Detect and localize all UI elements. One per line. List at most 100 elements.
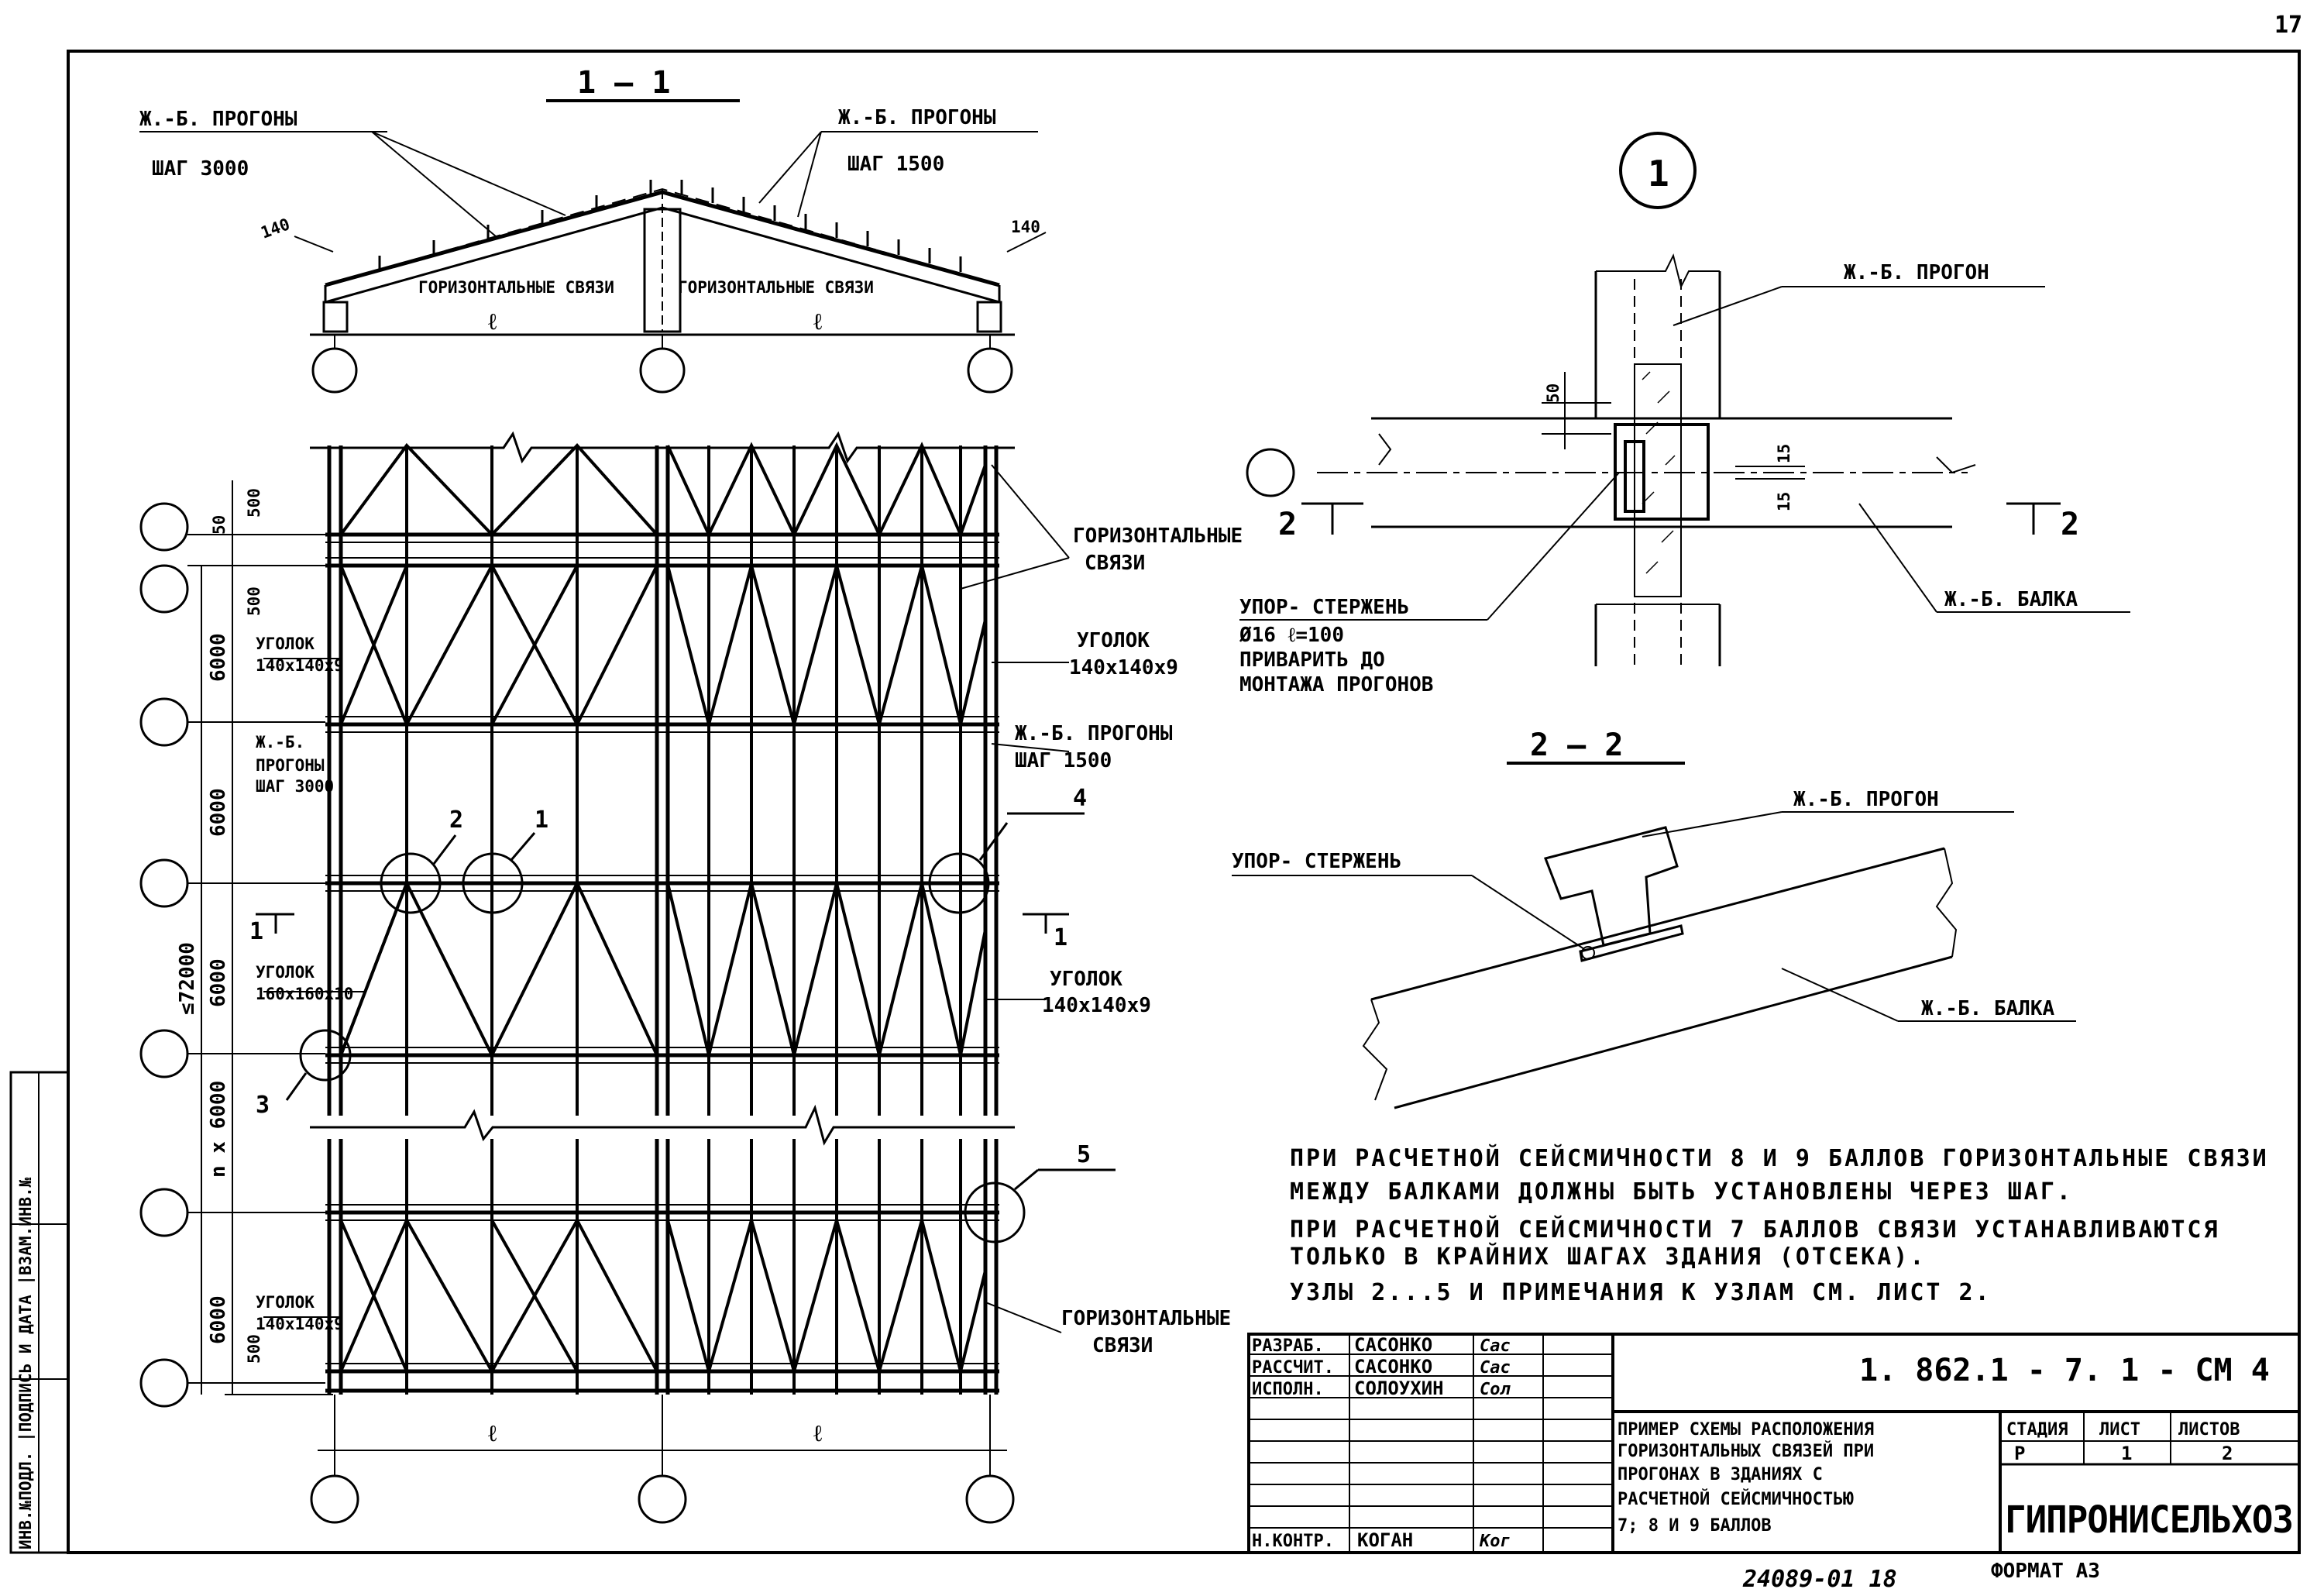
plan-bracing-bot-b: СВЯЗИ — [1092, 1334, 1153, 1357]
node1-stop-d: МОНТАЖА ПРОГОНОВ — [1239, 673, 1433, 697]
section22-beam: Ж.-Б. БАЛКА — [1921, 997, 2055, 1020]
title-block — [1247, 1333, 2301, 1554]
node1-stop-b: Ø16 ℓ=100 — [1239, 624, 1344, 647]
side-stamp-text: ИНВ.№ПОДЛ. |ПОДПИСЬ И ДАТА |ВЗАМ.ИНВ.№ — [16, 1177, 36, 1550]
tb-sheets: 2 — [2222, 1443, 2233, 1464]
plan-dim-bay1: 6000 — [207, 633, 230, 682]
node1-cut-left: 2 — [1278, 507, 1297, 542]
plan-purlin-l-b: ПРОГОНЫ — [256, 756, 325, 775]
section11-left-purlins: Ж.-Б. ПРОГОНЫ — [139, 108, 297, 131]
notes-line2: МЕЖДУ БАЛКАМИ ДОЛЖНЫ БЫТЬ УСТАНОВЛЕНЫ ЧЕ… — [1290, 1178, 2073, 1206]
tb-org: ГИПРОНИСЕЛЬХОЗ — [2005, 1498, 2293, 1542]
plan-dim-top-a: 500 — [245, 488, 263, 518]
plan-bracing-right — [666, 442, 987, 1378]
bracing-plan — [139, 431, 1116, 1524]
notes-line1: ПРИ РАСЧЕТНОЙ СЕЙСМИЧНОСТИ 8 И 9 БАЛЛОВ … — [1290, 1144, 2269, 1172]
notes-line4: ТОЛЬКО В КРАЙНИХ ШАГАХ ЗДАНИЯ (ОТСЕКА). — [1290, 1243, 1926, 1271]
tb-sig3: Сол — [1480, 1380, 1511, 1399]
tb-role1: РАЗРАБ. — [1252, 1336, 1324, 1356]
page-number: 17 — [2274, 12, 2302, 39]
node1-purlin: Ж.-Б. ПРОГОН — [1844, 261, 1989, 284]
plan-dim-n: n x 6000 — [207, 1081, 230, 1178]
plan-dimension-chain — [201, 480, 333, 1395]
section-2-2 — [1232, 762, 2076, 1109]
tb-name3: СОЛОУХИН — [1354, 1378, 1444, 1399]
plan-purlin-l-c: ШАГ 3000 — [256, 777, 334, 796]
tb-sheets-h: ЛИСТОВ — [2178, 1420, 2240, 1439]
plan-dim-total: ≤72000 — [176, 942, 199, 1015]
section11-span-left: ℓ — [488, 308, 497, 335]
plan-beams — [325, 532, 999, 1393]
plan-cut-right: 1 — [1054, 924, 1067, 951]
tb-name1: САСОНКО — [1354, 1334, 1432, 1356]
notes-line3: ПРИ РАСЧЕТНОЙ СЕЙСМИЧНОСТИ 7 БАЛЛОВ СВЯЗ… — [1290, 1216, 2220, 1243]
plan-purlin-r-a: Ж.-Б. ПРОГОНЫ — [1015, 722, 1173, 745]
section11-left-step: ШАГ 3000 — [152, 157, 249, 181]
tb-stage-h: СТАДИЯ — [2006, 1420, 2068, 1439]
section11-right-step: ШАГ 1500 — [847, 153, 944, 176]
section11-dim-right: 140 — [1011, 218, 1040, 236]
plan-angle2-a: УГОЛОК — [256, 963, 315, 982]
node1-cut-right: 2 — [2061, 507, 2079, 542]
tb-sig2: Сас — [1480, 1358, 1511, 1378]
plan-axis-bottom — [310, 1395, 1015, 1524]
plan-bracing-top-b: СВЯЗИ — [1085, 552, 1145, 575]
node1-dim-15a: 15 — [1775, 444, 1793, 463]
plan-angle1-b: 140x140x9 — [256, 656, 344, 675]
node-1-detail — [1239, 132, 2130, 666]
tb-sig4: Ког — [1479, 1532, 1511, 1551]
plan-angle3-a: УГОЛОК — [256, 1293, 315, 1312]
plan-purlin-r-b: ШАГ 1500 — [1015, 749, 1112, 772]
tb-desc3: ПРОГОНАХ В ЗДАНИЯХ С — [1618, 1465, 1823, 1484]
plan-node4-label: 4 — [1073, 785, 1087, 812]
plan-columns — [327, 445, 999, 1395]
node1-beam: Ж.-Б. БАЛКА — [1944, 588, 2078, 611]
plan-purlin-l-a: Ж.-Б. — [256, 733, 304, 752]
plan-span-left: ℓ — [488, 1420, 497, 1447]
plan-purlins-right — [707, 445, 962, 1395]
plan-node2-label: 2 — [449, 807, 463, 834]
purlins-right — [680, 180, 962, 272]
node1-number: 1 — [1648, 153, 1669, 194]
plan-dim-top-b: 50 — [210, 515, 229, 535]
tb-desc1: ПРИМЕР СХЕМЫ РАСПОЛОЖЕНИЯ — [1618, 1420, 1874, 1439]
section22-stop: УПОР- СТЕРЖЕНЬ — [1232, 850, 1401, 873]
plan-bracing-left — [339, 442, 658, 1375]
purlins-left — [378, 180, 652, 271]
plan-angle-r2-b: 140x140x9 — [1042, 994, 1151, 1017]
tb-sig1: Сас — [1480, 1336, 1511, 1356]
plan-bracing-top-a: ГОРИЗОНТАЛЬНЫЕ — [1073, 525, 1243, 548]
plan-dim-bay3: 6000 — [207, 958, 230, 1007]
plan-dim-bottom: 500 — [245, 1334, 263, 1364]
plan-node-circles — [285, 812, 1116, 1243]
node1-dim-50: 50 — [1544, 384, 1563, 403]
plan-cut-left: 1 — [249, 918, 263, 945]
tb-sheet: 1 — [2121, 1443, 2132, 1464]
section11-bracing-right: ГОРИЗОНТАЛЬНЫЕ СВЯЗИ — [678, 278, 874, 297]
plan-dim-bay-last: 6000 — [207, 1295, 230, 1344]
tb-role3: ИСПОЛН. — [1252, 1380, 1324, 1399]
general-notes: ПРИ РАСЧЕТНОЙ СЕЙСМИЧНОСТИ 8 И 9 БАЛЛОВ … — [1290, 1144, 2269, 1306]
notes-line5: УЗЛЫ 2...5 И ПРИМЕЧАНИЯ К УЗЛАМ СМ. ЛИСТ… — [1290, 1279, 1992, 1306]
plan-purlins-left — [405, 445, 579, 1395]
plan-node3-label: 3 — [256, 1092, 270, 1119]
tb-name4: КОГАН — [1357, 1529, 1413, 1551]
section22-purlin: Ж.-Б. ПРОГОН — [1793, 788, 1939, 811]
section22-title: 2 — 2 — [1530, 727, 1623, 763]
tb-code: 1. 862.1 - 7. 1 - СМ 4 — [1859, 1353, 2270, 1388]
node1-stop-c: ПРИВАРИТЬ ДО — [1239, 648, 1385, 672]
plan-angle-r2-a: УГОЛОК — [1050, 968, 1122, 991]
tb-desc5: 7; 8 И 9 БАЛЛОВ — [1618, 1516, 1772, 1536]
tb-sheet-h: ЛИСТ — [2099, 1420, 2140, 1439]
title-block-text: РАЗРАБ. САСОНКО Сас РАССЧИТ. САСОНКО Сас… — [1252, 1334, 2294, 1551]
tb-desc2: ГОРИЗОНТАЛЬНЫХ СВЯЗЕЙ ПРИ — [1618, 1441, 1874, 1461]
section-1-1: 1 — 1 — [139, 65, 1047, 394]
section11-span-right: ℓ — [813, 308, 822, 335]
tb-role2: РАССЧИТ. — [1252, 1358, 1334, 1378]
plan-bracing-bot-a: ГОРИЗОНТАЛЬНЫЕ — [1061, 1307, 1231, 1330]
tb-role4: Н.КОНТР. — [1252, 1532, 1334, 1551]
plan-node1-label: 1 — [535, 807, 548, 834]
plan-axis-bubbles-left — [139, 502, 325, 1408]
node1-dim-15b: 15 — [1775, 492, 1793, 511]
